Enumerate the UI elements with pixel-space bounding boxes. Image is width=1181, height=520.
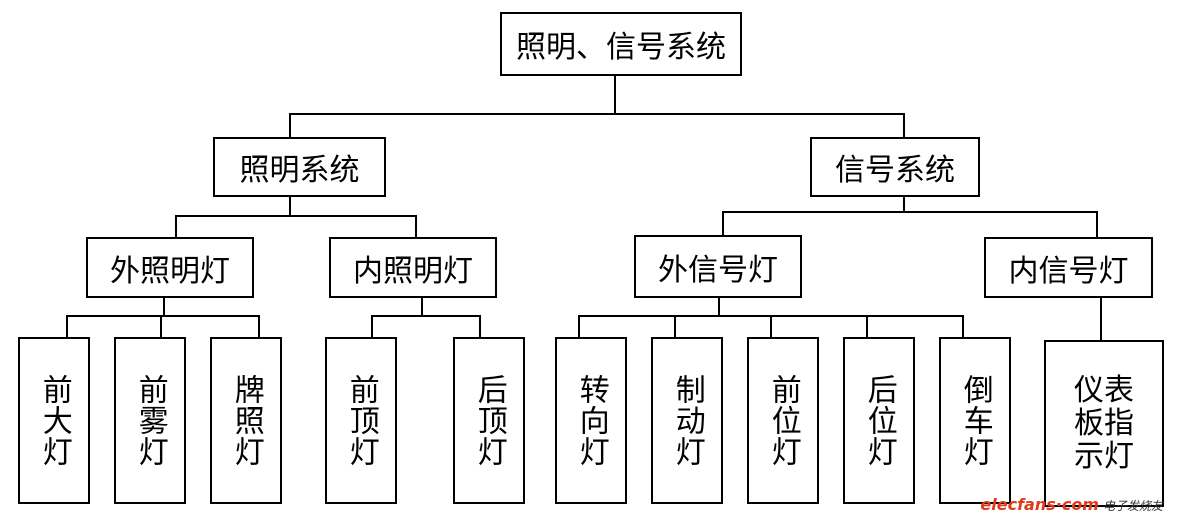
connector-line [479,315,481,337]
headlight-node: 前大灯 [18,337,90,504]
connector-line [866,315,868,337]
internal-signal-node: 内信号灯 [984,237,1153,298]
rear-position-light-label: 后位灯 [861,374,897,467]
connector-line [1100,297,1102,340]
watermark-site: elecfans·com [980,495,1099,514]
dashboard-indicator-label: 仪表板指示灯 [1074,373,1134,474]
fog-light-node: 前雾灯 [114,337,186,504]
connector-line [66,315,260,317]
connector-line [175,215,417,217]
lighting-system-label: 照明系统 [239,153,360,188]
rear-position-light-node: 后位灯 [843,337,915,504]
dashboard-indicator-node: 仪表板指示灯 [1044,340,1164,507]
connector-line [1096,211,1098,237]
connector-line [258,315,260,337]
lighting-system-node: 照明系统 [213,137,386,197]
connector-line [289,113,291,137]
connector-line [770,315,772,337]
external-signal-node: 外信号灯 [634,235,802,298]
connector-line [962,315,964,337]
external-signal-label: 外信号灯 [658,252,778,288]
connector-line [722,211,724,235]
external-lighting-node: 外照明灯 [86,237,254,298]
internal-signal-label: 内信号灯 [1008,253,1129,289]
connector-line [674,315,676,337]
connector-line [718,297,720,315]
root-node: 照明、信号系统 [500,12,742,76]
connector-line [289,113,905,115]
connector-line [903,113,905,137]
rear-dome-light-node: 后顶灯 [453,337,525,504]
connector-line [578,315,580,337]
headlight-label: 前大灯 [36,374,72,467]
connector-line [371,315,481,317]
plate-light-node: 牌照灯 [210,337,282,504]
front-position-light-node: 前位灯 [747,337,819,504]
watermark-cn: 电子发烧友 [1102,499,1163,513]
connector-line [722,211,1098,213]
connector-line [371,315,373,337]
connector-line [175,215,177,237]
external-lighting-label: 外照明灯 [110,253,230,289]
fog-light-label: 前雾灯 [132,374,168,467]
turn-signal-node: 转向灯 [555,337,627,504]
rear-dome-light-label: 后顶灯 [471,374,507,467]
connector-line [614,76,616,114]
signal-system-node: 信号系统 [810,137,980,197]
connector-line [163,297,165,315]
connector-line [415,215,417,237]
front-position-light-label: 前位灯 [765,374,801,467]
front-dome-light-label: 前顶灯 [343,374,379,467]
front-dome-light-node: 前顶灯 [325,337,397,504]
internal-lighting-node: 内照明灯 [329,237,497,298]
brake-light-label: 制动灯 [669,374,705,467]
reverse-light-node: 倒车灯 [939,337,1011,504]
turn-signal-label: 转向灯 [573,374,609,467]
internal-lighting-label: 内照明灯 [353,253,473,289]
plate-light-label: 牌照灯 [228,374,264,467]
connector-line [903,196,905,212]
root-label: 照明、信号系统 [516,30,726,65]
brake-light-node: 制动灯 [651,337,723,504]
connector-line [421,297,423,315]
reverse-light-label: 倒车灯 [957,374,993,467]
connector-line [66,315,68,337]
connector-line [160,315,162,337]
signal-system-label: 信号系统 [835,153,955,188]
connector-line [289,196,291,216]
